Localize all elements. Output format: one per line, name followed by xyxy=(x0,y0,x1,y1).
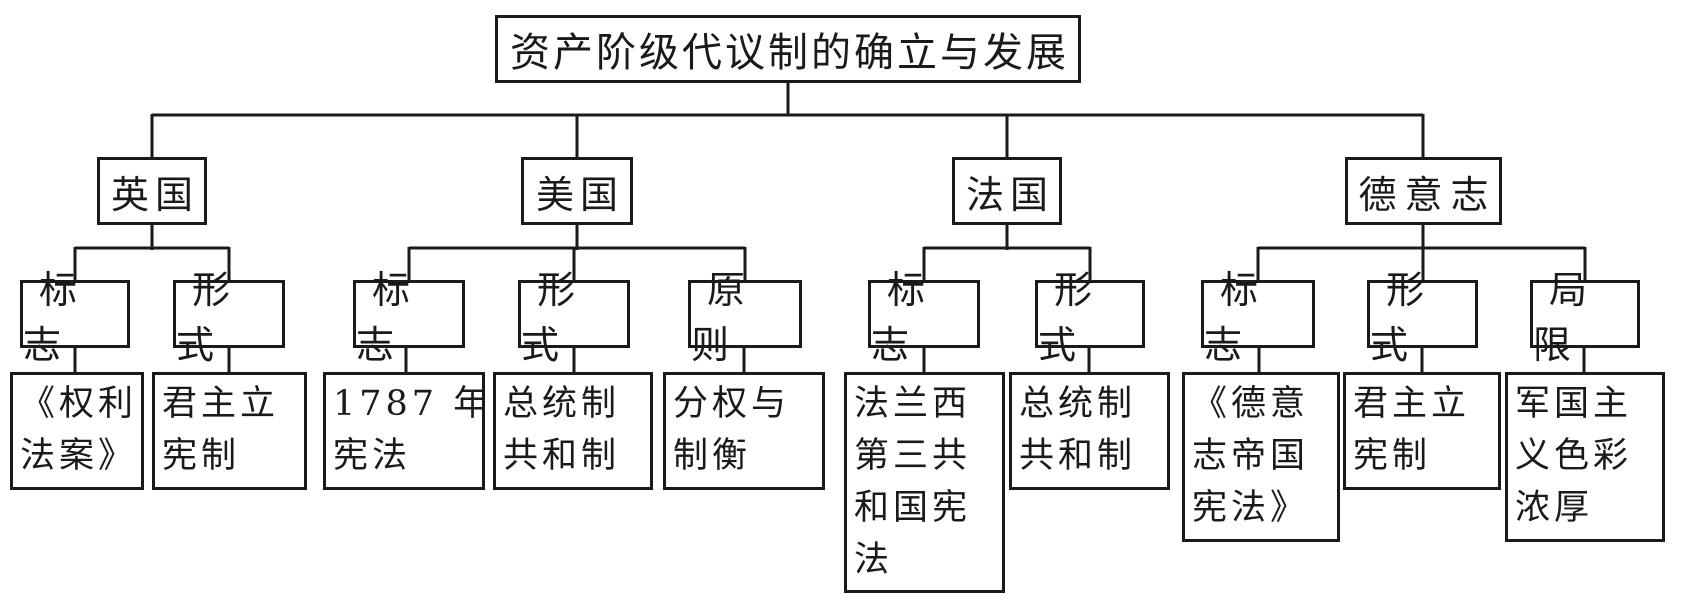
node-france: 法国 xyxy=(952,157,1062,225)
node-germany-limitation: 局限 xyxy=(1530,268,1640,367)
node-france-form: 形式 xyxy=(1035,268,1145,367)
node-usa-form: 形式 xyxy=(518,268,630,367)
leaf-germany-form-constitutional-monarchy: 君主立 宪制 xyxy=(1343,372,1501,490)
leaf-britain-mark-bill-of-rights: 《权利 法案》 xyxy=(10,372,144,490)
node-germany-form: 形式 xyxy=(1367,268,1478,367)
leaf-germany-limitation-militarism: 军国主 义色彩 浓厚 xyxy=(1505,372,1665,542)
leaf-usa-principle-checks-and-balances: 分权与 制衡 xyxy=(663,372,825,490)
node-usa-mark: 标志 xyxy=(353,268,465,367)
leaf-usa-form-presidential-republic: 总统制 共和制 xyxy=(493,372,653,490)
leaf-france-mark-third-republic-constitution: 法兰西 第三共 和国宪 法 xyxy=(844,372,1005,593)
node-usa: 美国 xyxy=(521,157,633,225)
node-britain-form: 形式 xyxy=(173,268,285,367)
node-france-mark: 标志 xyxy=(868,268,980,367)
node-britain-mark: 标志 xyxy=(20,268,130,367)
node-germany: 德意志 xyxy=(1345,157,1502,225)
leaf-france-form-presidential-republic: 总统制 共和制 xyxy=(1009,372,1170,490)
node-usa-principle: 原则 xyxy=(688,268,802,367)
root-node-title: 资产阶级代议制的确立与发展 xyxy=(495,15,1081,83)
leaf-britain-form-constitutional-monarchy: 君主立 宪制 xyxy=(152,372,307,490)
leaf-germany-mark-imperial-constitution: 《德意 志帝国 宪法》 xyxy=(1182,372,1340,542)
leaf-usa-mark-1787-constitution: 1787 年 宪法 xyxy=(323,372,485,490)
node-britain: 英国 xyxy=(97,157,207,225)
node-germany-mark: 标志 xyxy=(1201,268,1315,367)
